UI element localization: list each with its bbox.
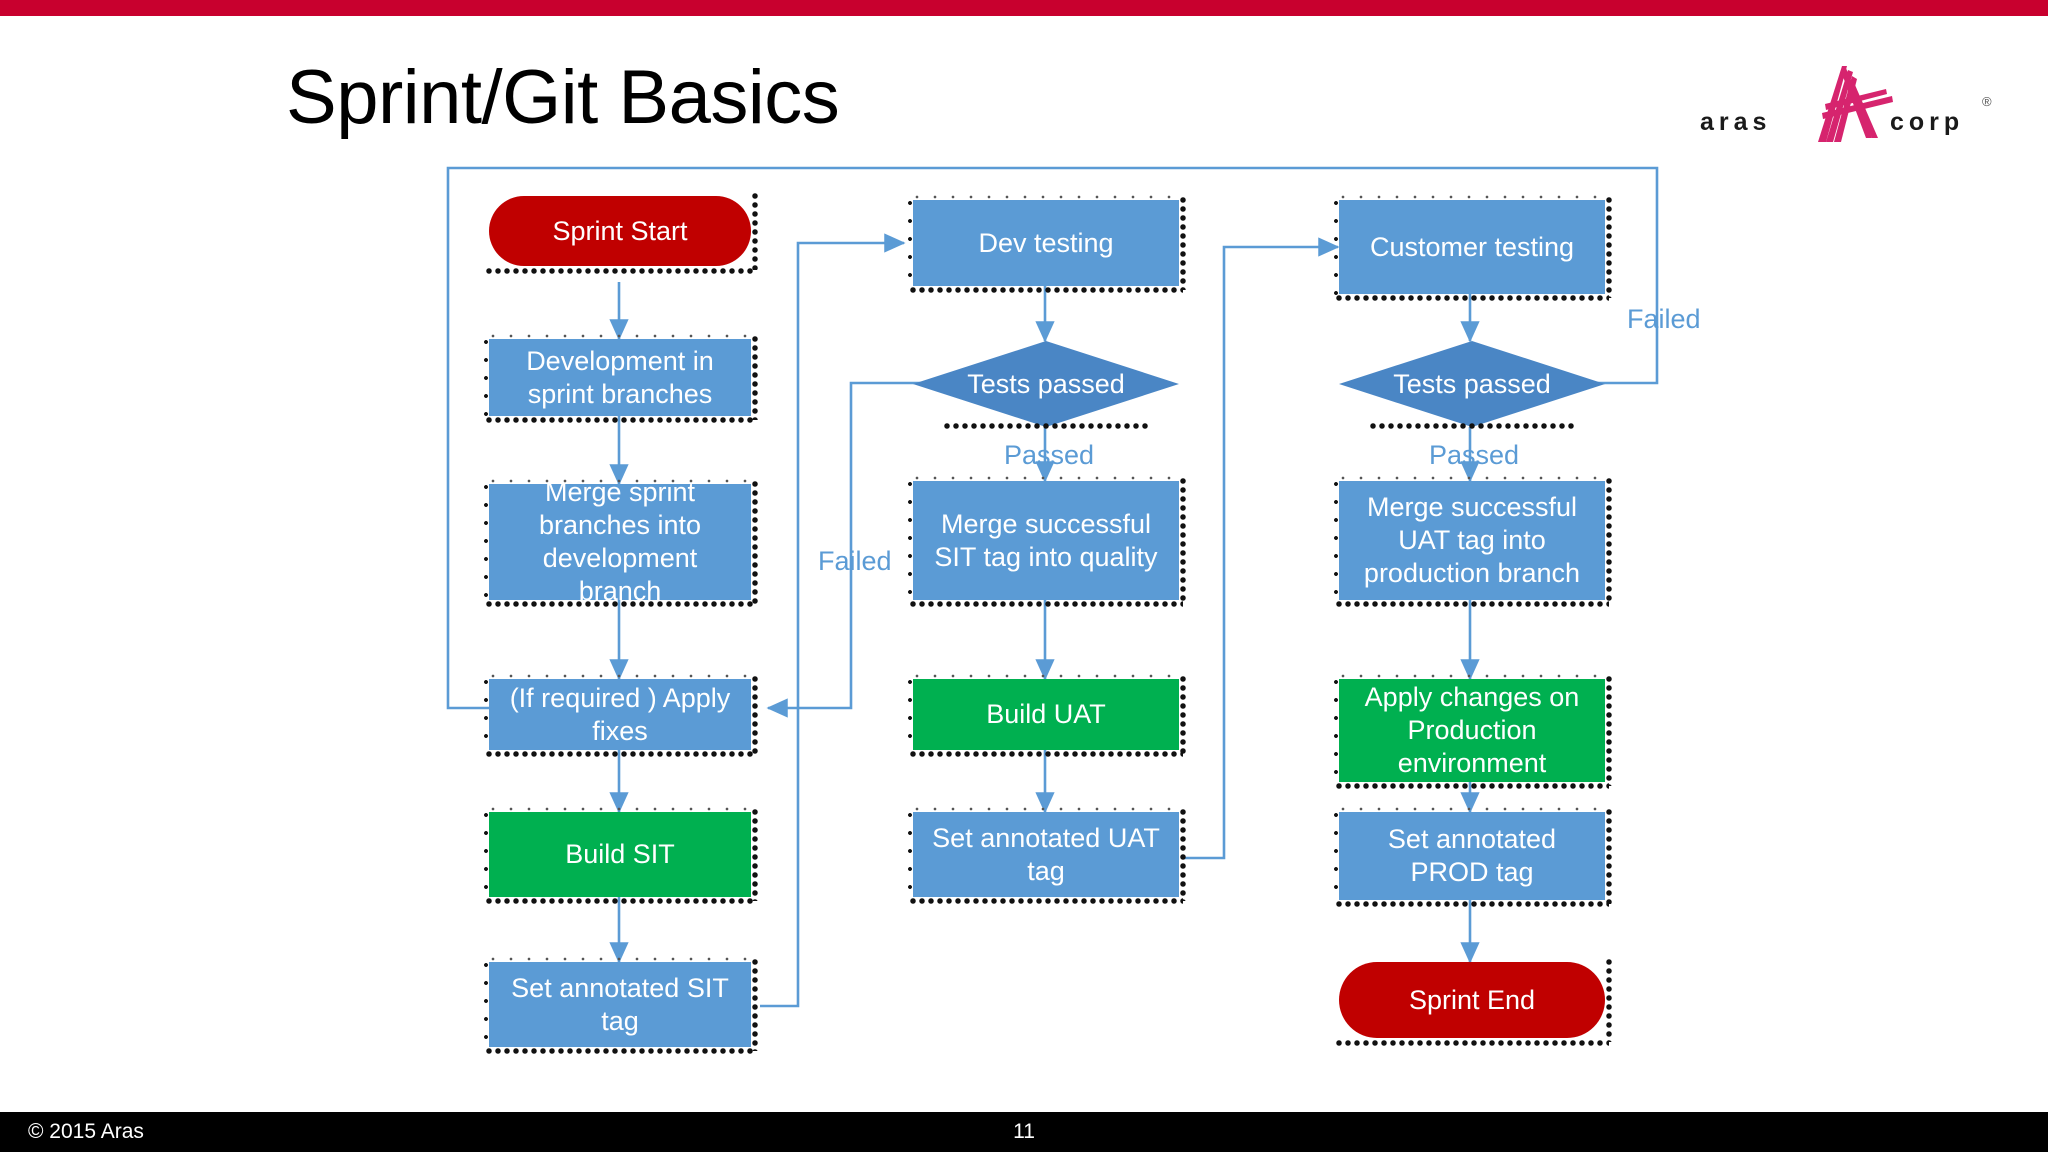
footer-page-number: 11	[1013, 1120, 1035, 1143]
edge-setsittag-to-devtesting	[760, 233, 906, 1008]
edge-label-passed-uat: Passed	[1429, 440, 1520, 470]
node-set-annotated-uat-tag[interactable]: Set annotated UAT tag	[907, 807, 1188, 906]
logo-text-corp: corp	[1890, 108, 1964, 136]
node-tests-passed-uat[interactable]: Tests passed	[1339, 341, 1605, 431]
node-set-annotated-sit-tag[interactable]: Set annotated SIT tag	[483, 957, 760, 1056]
node-sprint-end[interactable]: Sprint End	[1335, 958, 1614, 1048]
node-merge-successful-uat-tag[interactable]: Merge successful UAT tag into production…	[1333, 476, 1614, 609]
page-title: Sprint/Git Basics	[286, 55, 840, 140]
footer-copyright: © 2015 Aras	[28, 1120, 144, 1143]
edge-failed-uat-to-applyfixes	[446, 166, 1659, 718]
node-build-uat[interactable]: Build UAT	[907, 674, 1188, 759]
logo-registered-mark: ®	[1982, 94, 1992, 109]
node-development-in-sprint-branches[interactable]: Development in sprint branches	[483, 334, 760, 425]
node-merge-successful-sit-tag[interactable]: Merge successful SIT tag into quality	[907, 476, 1188, 609]
edge-label-failed-uat: Failed	[1627, 304, 1701, 334]
node-tests-passed-sit[interactable]: Tests passed	[913, 341, 1179, 431]
footer-bar	[0, 1112, 2048, 1152]
node-sprint-start[interactable]: Sprint Start	[485, 192, 760, 276]
node-apply-changes-production[interactable]: Apply changes on Production environment	[1333, 674, 1614, 791]
edge-setuattag-to-customertesting	[1184, 237, 1340, 860]
logo-text-aras: aras	[1700, 108, 1771, 136]
top-accent-bar	[0, 0, 2048, 16]
node-dev-testing[interactable]: Dev testing	[907, 195, 1188, 295]
node-merge-sprint-branches[interactable]: Merge sprint branches into development b…	[483, 477, 760, 609]
edge-label-failed-sit: Failed	[818, 546, 892, 576]
logo-a-mark	[1818, 66, 1893, 142]
aras-corp-logo: aras corp ®	[1700, 58, 2000, 148]
edge-failed-sit-to-applyfixes	[766, 381, 923, 718]
edge-label-passed-sit: Passed	[1004, 440, 1095, 470]
node-apply-fixes[interactable]: (If required ) Apply fixes	[483, 674, 760, 759]
node-customer-testing[interactable]: Customer testing	[1333, 195, 1614, 303]
node-build-sit[interactable]: Build SIT	[483, 807, 760, 906]
node-set-annotated-prod-tag[interactable]: Set annotated PROD tag	[1333, 807, 1614, 909]
